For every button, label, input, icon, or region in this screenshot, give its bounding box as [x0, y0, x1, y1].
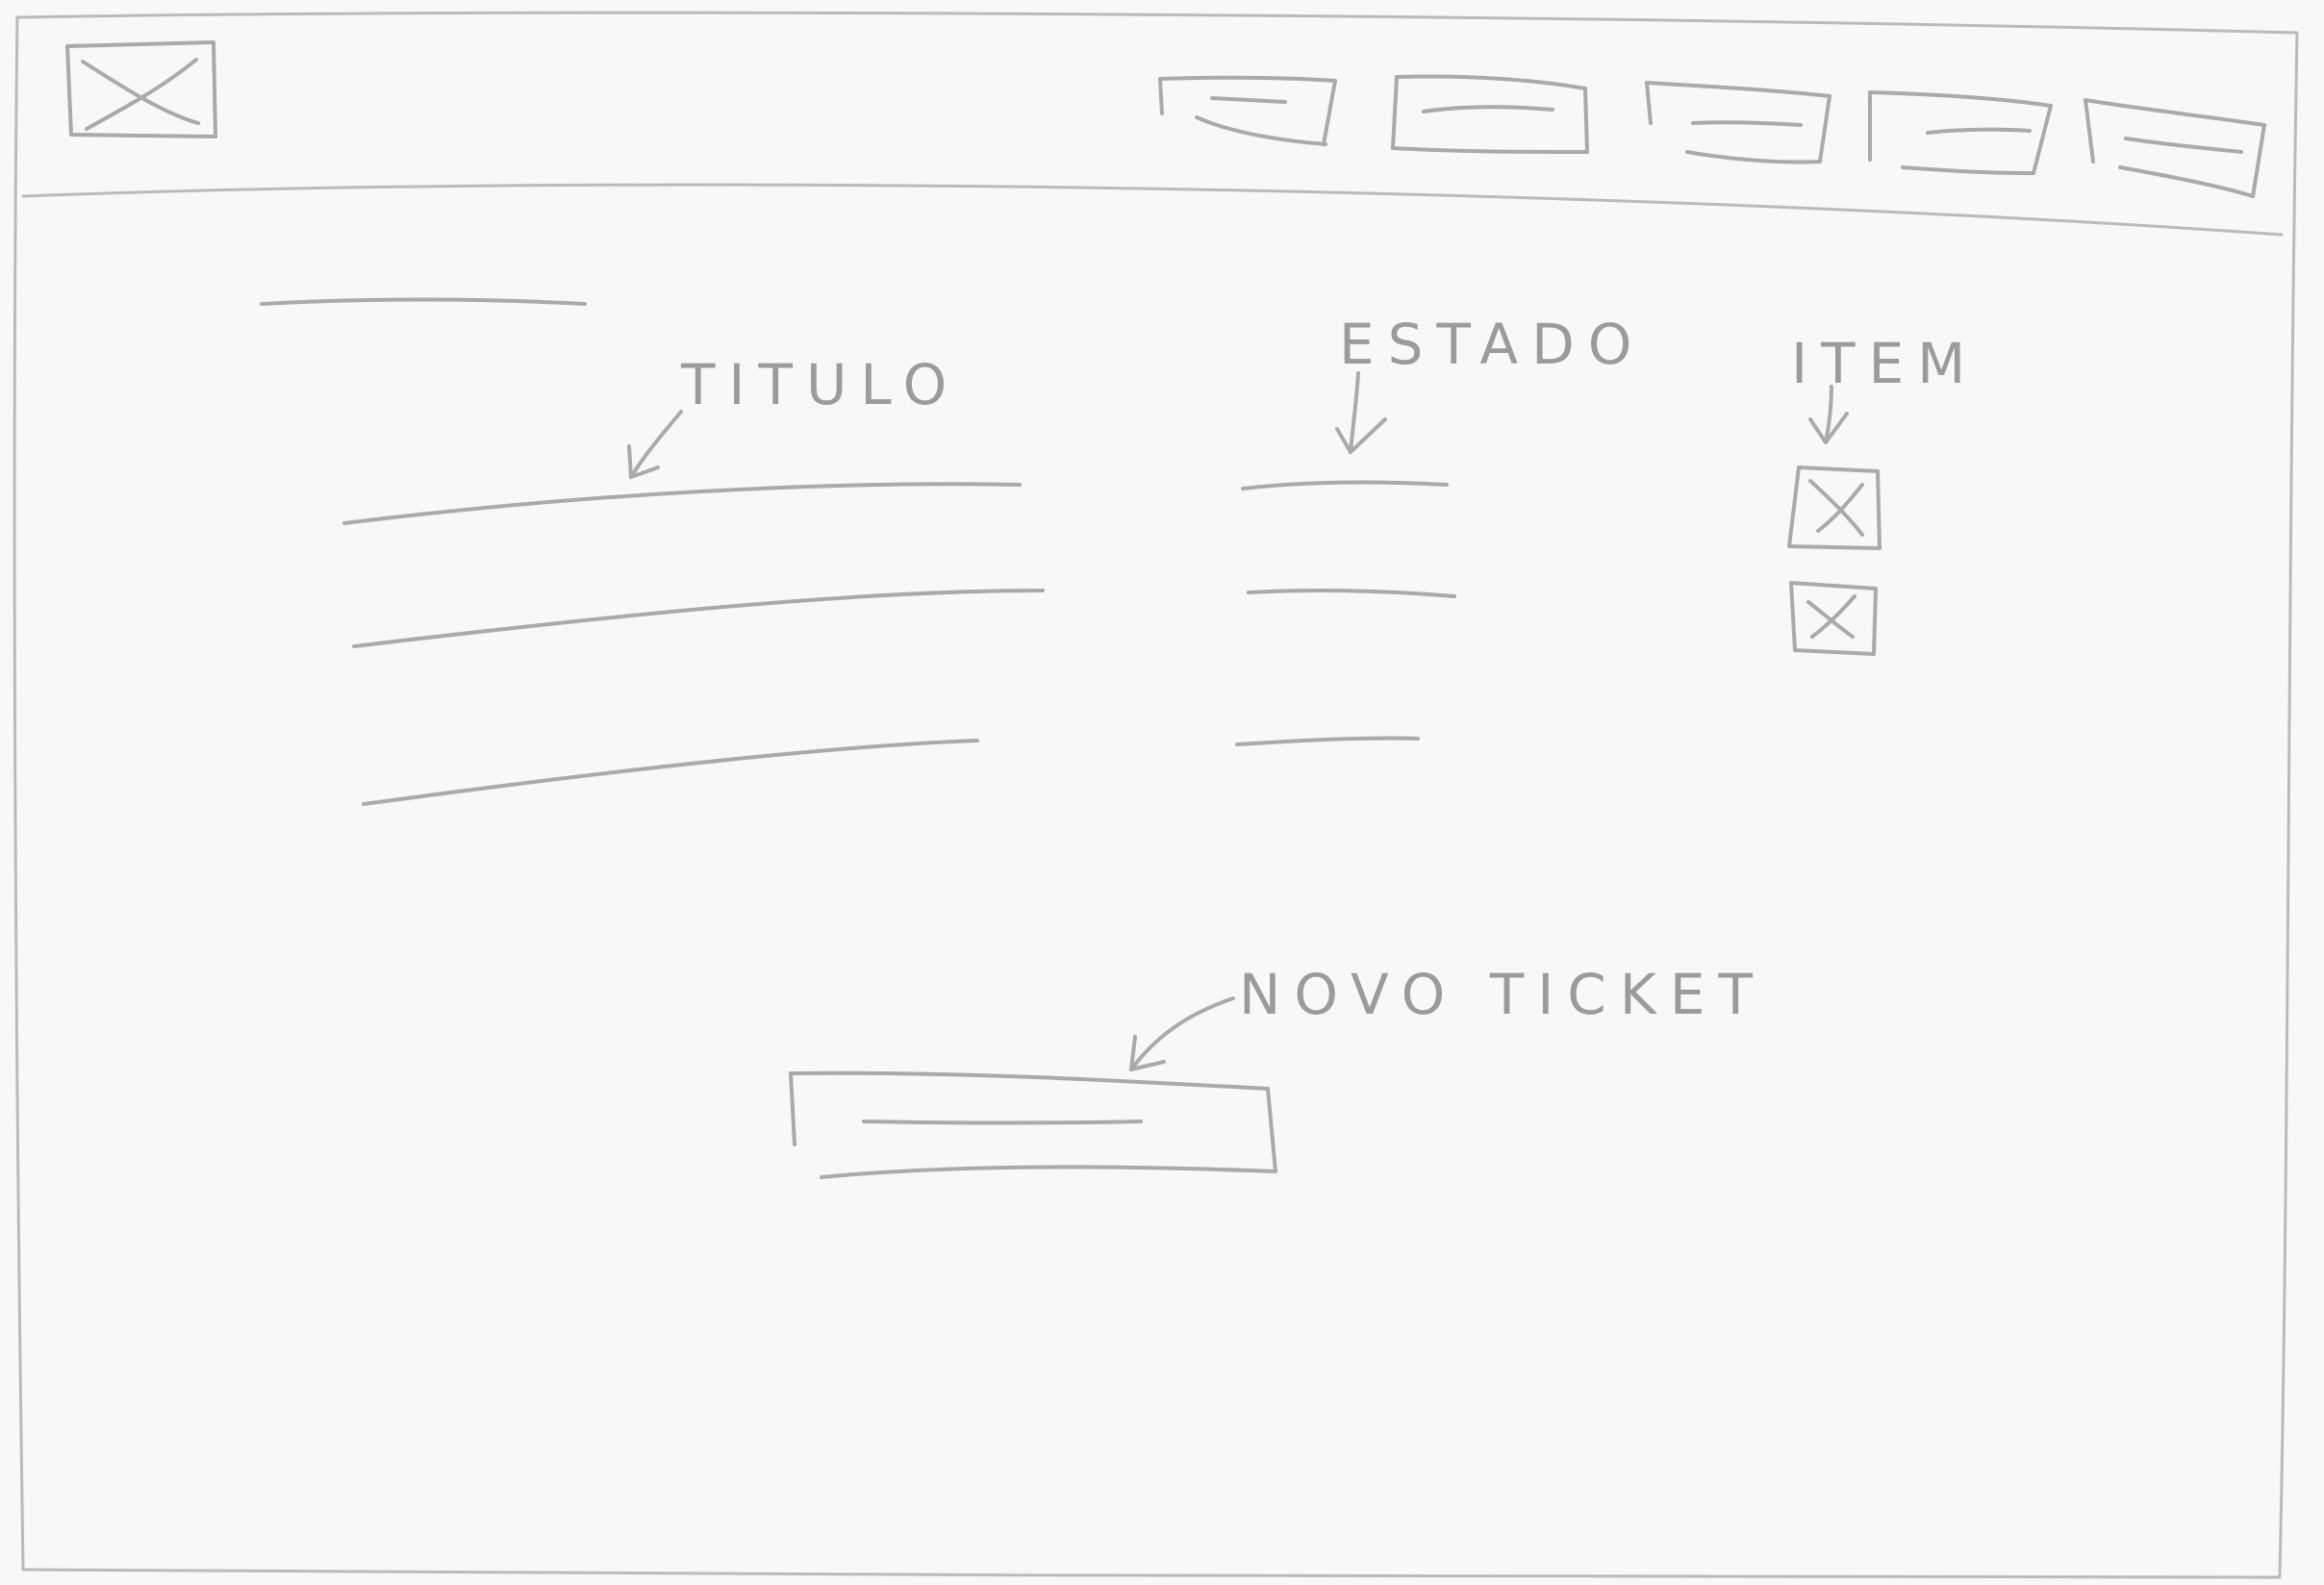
ticket-row[interactable] [342, 462, 1883, 554]
arrow-item-icon [1808, 385, 1849, 444]
arrow-estado-icon [1335, 371, 1387, 454]
nav-item-5[interactable] [2080, 96, 2268, 198]
ticket-title-placeholder [342, 482, 1022, 525]
nav-item-1[interactable] [1156, 73, 1337, 150]
column-label-titulo: TITULO [680, 352, 960, 417]
nav-menu [1156, 73, 2268, 198]
ticket-row[interactable] [352, 575, 1880, 658]
column-label-estado: ESTADO [1339, 312, 1645, 377]
ticket-state-placeholder [1241, 480, 1449, 491]
nav-item-3[interactable] [1643, 81, 1835, 169]
ticket-state-placeholder [1235, 736, 1420, 746]
nav-item-4[interactable] [1864, 88, 2057, 177]
ticket-title-placeholder [362, 739, 979, 806]
window-frame [13, 11, 2299, 1579]
arrow-new-ticket-icon [1129, 996, 1235, 1071]
page-heading-placeholder [260, 297, 587, 306]
header-separator [21, 183, 2284, 237]
new-ticket-annotation: NOVO TICKET [1239, 962, 1766, 1027]
item-checkbox-icon[interactable] [1781, 575, 1880, 658]
ticket-row[interactable] [362, 736, 1420, 806]
arrow-titulo-icon [627, 410, 683, 479]
ticket-state-placeholder [1247, 588, 1456, 598]
ticket-title-placeholder [352, 589, 1045, 648]
new-ticket-button[interactable] [787, 1069, 1281, 1179]
column-label-item: ITEM [1791, 331, 1979, 396]
nav-item-2[interactable] [1389, 73, 1591, 154]
item-checkbox-icon[interactable] [1781, 462, 1883, 554]
new-ticket-button-label-placeholder [862, 1120, 1143, 1125]
logo-placeholder-icon [65, 40, 217, 138]
